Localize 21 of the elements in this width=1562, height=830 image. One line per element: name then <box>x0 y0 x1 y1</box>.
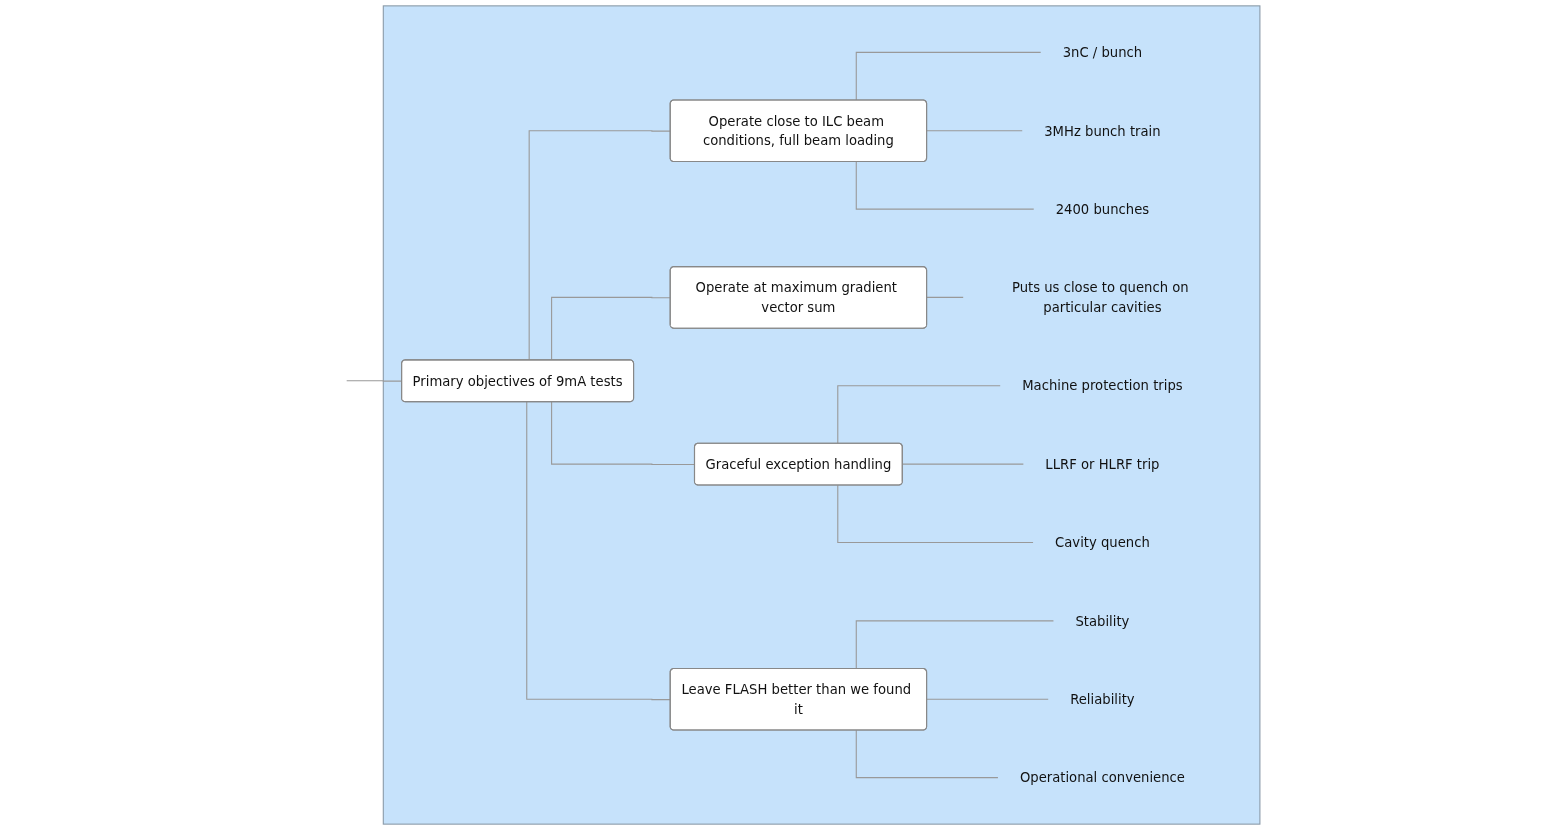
connector <box>926 130 1023 132</box>
node-text: Reliability <box>1069 691 1135 707</box>
node-text: Machine protection trips <box>1021 378 1183 394</box>
connector <box>926 698 1049 701</box>
node-text: Cavity quench <box>1054 534 1150 551</box>
node-text: LLRF or HLRF trip <box>1045 456 1160 472</box>
connector <box>901 463 1024 465</box>
connector <box>855 620 1054 670</box>
connector <box>836 385 1001 445</box>
connector <box>855 51 1041 101</box>
node-text: 3MHz bunch train <box>1043 123 1161 139</box>
node-text: 3nC / bunch <box>1062 44 1142 61</box>
connector <box>926 296 964 299</box>
connector <box>855 729 999 779</box>
node-text: 2400 bunches <box>1055 201 1149 217</box>
node-text: Operational convenience <box>1019 769 1185 786</box>
connector <box>836 484 1034 543</box>
node-text: Puts us close to quench on particular cavities <box>1011 279 1189 315</box>
cluster <box>382 5 1261 825</box>
node-text: Stability <box>1075 613 1130 629</box>
connector <box>855 161 1034 210</box>
